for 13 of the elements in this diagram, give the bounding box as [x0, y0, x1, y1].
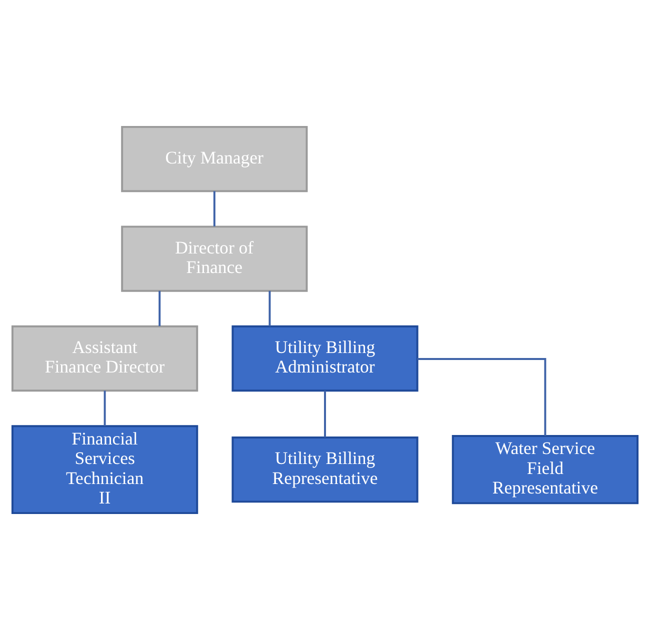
connector: [158, 290, 161, 326]
connector: [213, 190, 216, 226]
connector: [324, 390, 326, 437]
node-box: Assistant Finance Director: [11, 324, 198, 392]
node-box: Financial Services Technician II: [11, 424, 198, 514]
node-box: Director of Finance: [121, 225, 308, 292]
node-box: City Manager: [121, 125, 308, 192]
node-box: Utility Billing Representative: [232, 436, 418, 502]
connector: [104, 390, 106, 426]
connector: [268, 290, 271, 326]
node-box: Utility Billing Administrator: [232, 324, 418, 392]
node-box: Water Service Field Representative: [452, 434, 639, 504]
connector: [417, 358, 546, 436]
